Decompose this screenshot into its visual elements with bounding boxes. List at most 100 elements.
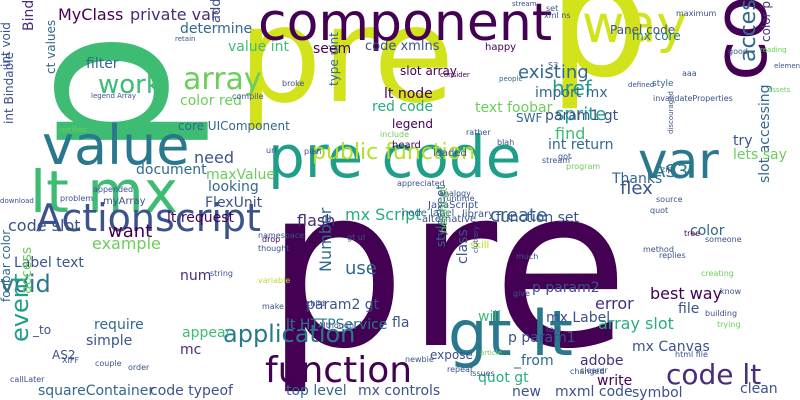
cloud-word: know <box>720 287 742 296</box>
cloud-word: legend <box>392 117 433 131</box>
cloud-word: tree <box>684 229 701 238</box>
cloud-word: download <box>0 197 34 205</box>
cloud-word: p <box>548 0 650 113</box>
cloud-word: analogy <box>439 189 471 198</box>
cloud-word: array <box>183 62 262 97</box>
cloud-word: new <box>512 384 541 400</box>
cloud-word: make <box>262 302 284 311</box>
cloud-word: consider <box>440 71 470 79</box>
cloud-word: looking <box>208 179 259 195</box>
cloud-word: stream <box>512 0 537 8</box>
cloud-word: told <box>546 325 562 334</box>
cloud-word: maximum <box>676 9 717 18</box>
cloud-word: mx core <box>632 29 681 43</box>
cloud-word: find <box>555 124 586 143</box>
cloud-word: assets <box>768 86 791 94</box>
cloud-word: function set <box>496 210 580 226</box>
cloud-word: application <box>223 320 356 348</box>
cloud-word: sprite <box>555 104 607 125</box>
cloud-word: filter <box>86 56 119 72</box>
cloud-word: retain <box>175 35 196 43</box>
cloud-word: node label <box>402 208 455 219</box>
cloud-word: work <box>98 70 161 100</box>
cloud-word: seem <box>313 41 352 57</box>
cloud-word: core UIComponent <box>178 119 290 133</box>
cloud-word: text foobar <box>475 100 553 116</box>
cloud-word: pre <box>238 0 455 133</box>
cloud-word: runtime <box>443 194 475 203</box>
cloud-word: set <box>546 4 559 13</box>
cloud-word: html file <box>675 350 708 359</box>
cloud-word: appreciated <box>397 179 445 188</box>
cloud-word: foobar color <box>0 229 13 302</box>
cloud-word: myArray <box>103 196 146 207</box>
cloud-word: param2 gt <box>306 297 380 313</box>
cloud-word: array slot <box>598 314 674 333</box>
cloud-word: appended <box>93 185 134 194</box>
cloud-word: namespace <box>258 231 305 240</box>
cloud-word: component <box>258 0 553 53</box>
cloud-word: function <box>265 350 413 391</box>
cloud-word: code lt <box>666 358 762 391</box>
cloud-word: color <box>690 223 725 239</box>
cloud-word: aaa <box>682 69 697 78</box>
cloud-word: broke <box>282 79 305 88</box>
cloud-word: will <box>478 309 502 325</box>
cloud-word: plan <box>304 147 322 156</box>
cloud-word: num <box>180 268 212 284</box>
cloud-word: replies <box>659 251 686 260</box>
cloud-word: give <box>513 289 530 298</box>
cloud-word: need <box>194 148 234 167</box>
cloud-word: type uint <box>327 32 341 86</box>
cloud-word: building <box>705 309 738 318</box>
cloud-word: problem <box>60 194 94 203</box>
cloud-word: thought <box>258 244 290 253</box>
cloud-word: ct values <box>44 19 58 74</box>
cloud-word: error <box>595 294 634 313</box>
cloud-word: flash <box>297 211 336 230</box>
cloud-word: clearer <box>580 366 608 375</box>
cloud-word: lt node <box>384 86 433 102</box>
cloud-word: rather <box>466 128 491 137</box>
cloud-word: use <box>345 258 377 279</box>
cloud-word: quot gt <box>478 370 529 386</box>
cloud-word: Label text <box>14 255 84 271</box>
cloud-word: lt request <box>167 210 235 226</box>
cloud-word: happy <box>485 42 517 53</box>
cloud-word: existing <box>518 62 589 83</box>
cloud-word: include <box>380 130 409 139</box>
cloud-word: good <box>728 47 748 56</box>
cloud-word: zip <box>661 165 673 174</box>
cloud-word: article <box>480 349 502 357</box>
cloud-word: reading <box>760 46 787 54</box>
cloud-word: color property <box>759 0 773 42</box>
cloud-word: Number <box>316 207 335 272</box>
cloud-word: alternative <box>422 214 477 225</box>
cloud-word: href <box>552 76 592 100</box>
cloud-word: file <box>678 301 700 317</box>
cloud-word: discouraged <box>667 91 675 134</box>
cloud-word: pre code <box>268 123 522 191</box>
cloud-word: access <box>19 246 35 294</box>
cloud-word: JavaScript <box>428 200 479 211</box>
cloud-word: source <box>656 195 683 204</box>
cloud-word: var <box>638 132 719 190</box>
cloud-word: mx Canvas <box>632 339 710 355</box>
cloud-word: cluttery <box>472 225 480 253</box>
cloud-word: mxml code <box>555 384 633 400</box>
cloud-word: variable <box>258 276 291 285</box>
cloud-word: order <box>128 363 150 372</box>
cloud-word: clean <box>740 381 778 397</box>
cloud-word: code slot <box>8 216 81 235</box>
cloud-word: someone <box>705 235 742 244</box>
cloud-word: Bindable public <box>21 0 37 31</box>
cloud-word: p param1 <box>508 330 576 346</box>
cloud-word: xml ns <box>544 11 571 20</box>
cloud-word: heard <box>392 140 421 151</box>
cloud-word: compile <box>232 92 264 101</box>
cloud-word: private var <box>130 5 218 24</box>
cloud-word: string <box>210 269 233 278</box>
cloud-word: drop <box>262 235 281 244</box>
cloud-word: require <box>94 317 144 333</box>
cloud-word: int return <box>548 137 614 153</box>
